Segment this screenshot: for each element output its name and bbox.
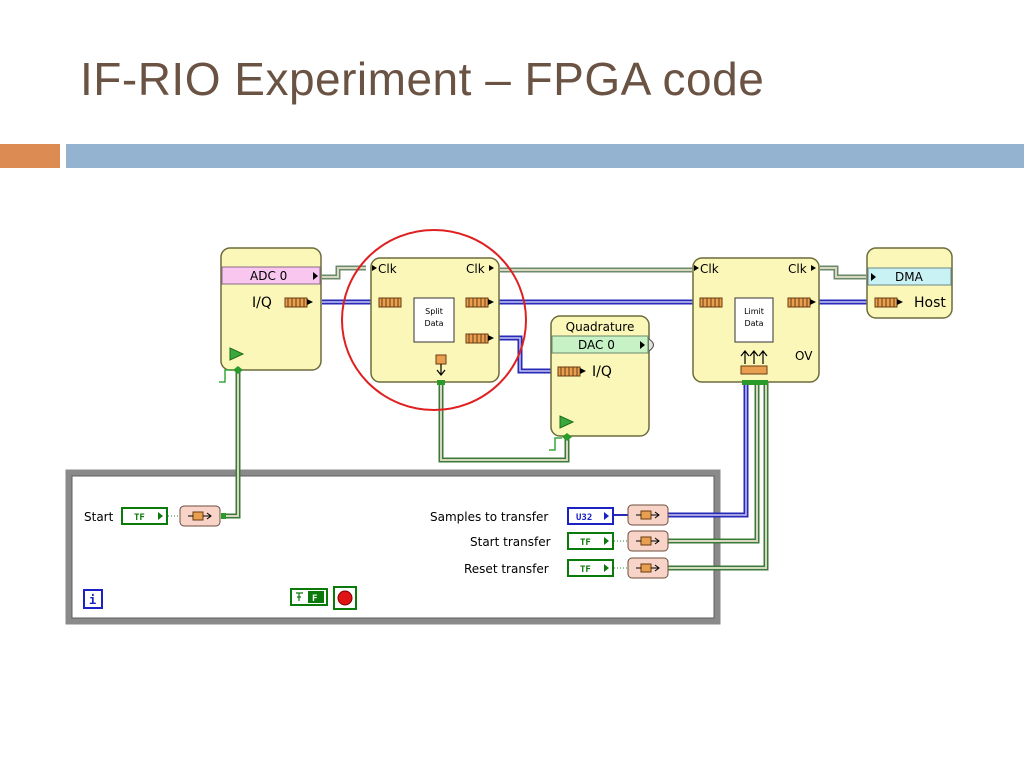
input-terminal-icon xyxy=(562,433,572,441)
limit-label-line2: Data xyxy=(744,319,763,328)
reset-transfer-label: Reset transfer xyxy=(464,562,549,576)
start-bool-text: TF xyxy=(134,513,145,523)
split-clk-in-label: Clk xyxy=(378,262,397,276)
start-transfer-control[interactable]: Start transfer TF xyxy=(470,532,614,550)
overflow-label: OV xyxy=(795,349,813,363)
stop-constant-text: F xyxy=(312,594,317,604)
split-label-line2: Data xyxy=(424,319,443,328)
u32-text: U32 xyxy=(576,513,592,523)
fifo-icon xyxy=(640,510,652,520)
dma-host-node[interactable]: DMA Host xyxy=(866,247,953,319)
start-control[interactable]: Start TF xyxy=(84,507,168,525)
reset-transfer-fifo-write-node[interactable] xyxy=(627,557,669,579)
fifo-icon xyxy=(640,563,652,573)
samples-fifo-write-node[interactable] xyxy=(627,504,669,526)
split-data-node[interactable]: Clk Clk Split Data xyxy=(370,257,500,385)
samples-to-transfer-control[interactable]: Samples to transfer U32 xyxy=(430,507,614,525)
arrow-down-icon xyxy=(436,364,446,376)
arrow-right-icon xyxy=(636,511,660,519)
limit-clk-in-label: Clk xyxy=(700,262,719,276)
dma-header: DMA xyxy=(895,270,924,284)
iteration-text: i xyxy=(89,593,96,607)
limit-data-node[interactable]: Clk Clk Limit Data OV xyxy=(692,257,820,385)
boolean-wires xyxy=(168,370,769,571)
clock-wires xyxy=(322,265,866,280)
start-label: Start xyxy=(84,510,114,524)
arrow-right-icon xyxy=(313,272,318,280)
start-transfer-bool-text: TF xyxy=(580,538,591,548)
reset-transfer-control[interactable]: Reset transfer TF xyxy=(464,559,614,577)
timing-pulse-icon xyxy=(549,437,562,451)
arrow-right-icon xyxy=(188,512,212,520)
start-transfer-fifo-write-node[interactable] xyxy=(627,530,669,552)
iteration-terminal: i xyxy=(83,589,103,609)
limit-clk-out-label: Clk xyxy=(788,262,807,276)
samples-to-transfer-label: Samples to transfer xyxy=(430,510,548,524)
fifo-icon xyxy=(640,536,652,546)
limit-label-line1: Limit xyxy=(744,307,764,316)
arrow-right-icon xyxy=(636,537,660,545)
split-label-line1: Split xyxy=(425,307,443,316)
timing-pulse-icon xyxy=(219,369,232,383)
start-transfer-label: Start transfer xyxy=(470,535,551,549)
adc0-node[interactable]: ADC 0 I/Q xyxy=(219,247,322,383)
start-fifo-write-node[interactable] xyxy=(179,505,226,527)
quadrature-dac0-node[interactable]: Quadrature DAC 0 I/Q xyxy=(549,315,654,451)
adc0-header: ADC 0 xyxy=(250,269,287,283)
toggle-icon xyxy=(296,592,303,601)
trigger-icon xyxy=(559,415,575,429)
highlight-circle xyxy=(341,229,527,411)
stop-icon xyxy=(337,590,353,606)
split-clk-out-label: Clk xyxy=(466,262,485,276)
stop-terminal[interactable] xyxy=(333,586,357,610)
dac0-header: DAC 0 xyxy=(578,338,615,352)
dma-port-label: Host xyxy=(914,295,946,311)
adc0-port-label: I/Q xyxy=(252,295,272,311)
title-accent-bar-orange xyxy=(0,144,60,168)
reset-transfer-bool-text: TF xyxy=(580,565,591,575)
arrow-up-icon xyxy=(740,350,768,364)
arrow-right-icon xyxy=(636,564,660,572)
output-terminal-icon xyxy=(648,338,654,352)
slide-title: IF-RIO Experiment – FPGA code xyxy=(80,53,765,105)
quadrature-title: Quadrature xyxy=(566,320,635,334)
input-terminal-icon xyxy=(233,366,243,374)
fifo-icon xyxy=(192,511,204,521)
fifo-icon xyxy=(435,354,447,365)
dac0-port-label: I/Q xyxy=(592,364,612,380)
title-accent-bar-blue xyxy=(66,144,1024,168)
while-loop-frame xyxy=(65,469,721,625)
trigger-icon xyxy=(229,347,245,361)
stop-constant[interactable]: F xyxy=(290,588,328,606)
